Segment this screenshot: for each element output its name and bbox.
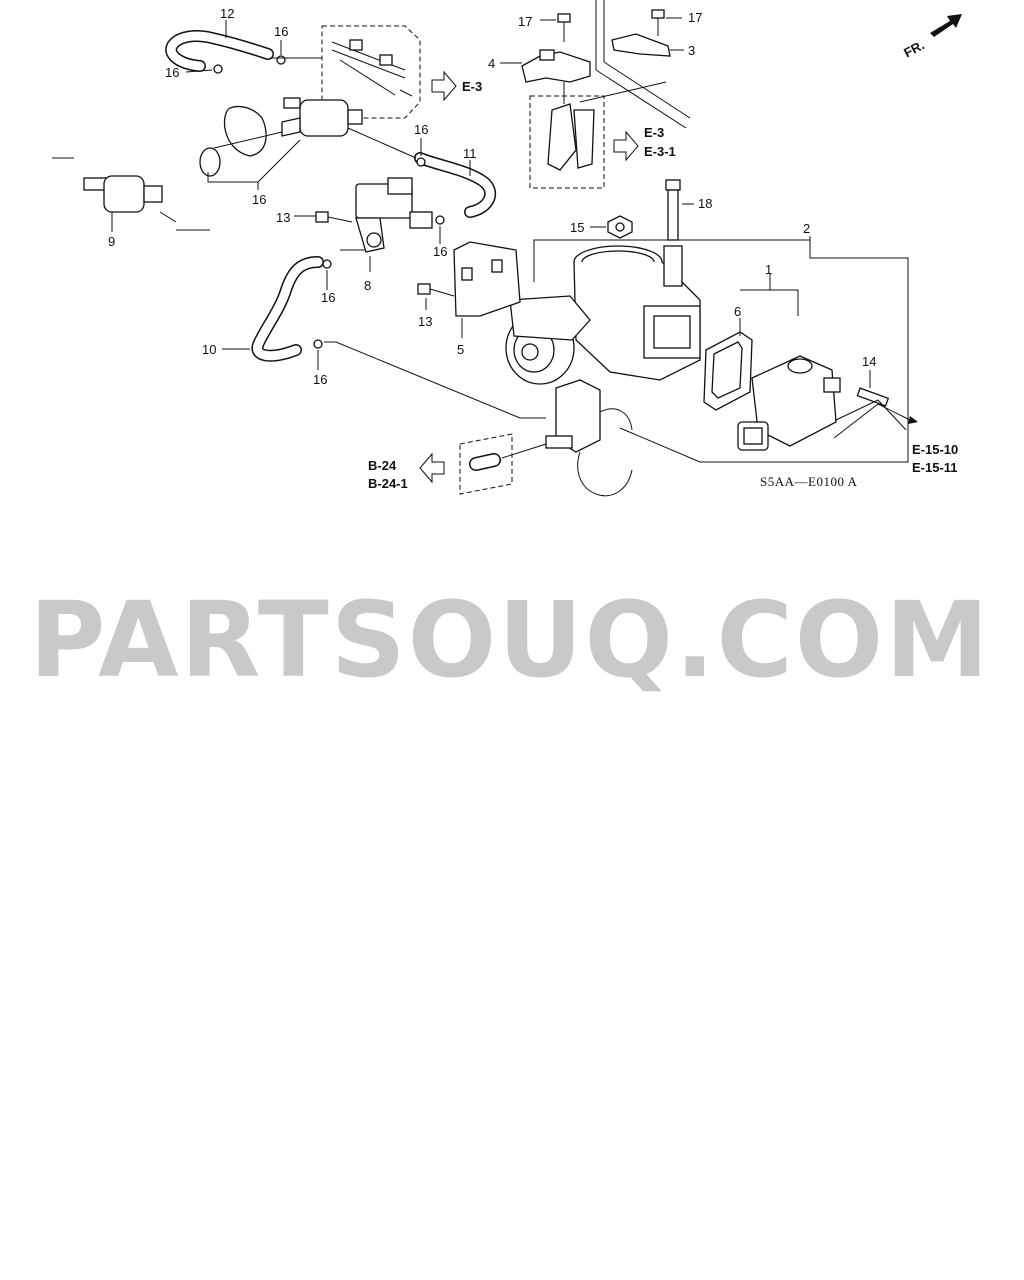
- intake-manifold-edge: [595, 0, 691, 129]
- vacuum-hose-12: [165, 30, 274, 72]
- idle-air-control-valve-1: [737, 355, 841, 451]
- callout-13: 13: [418, 314, 432, 329]
- hose-clamp-16: [213, 55, 286, 74]
- watermark-text: PARTSOUQ.COM: [29, 579, 990, 701]
- callout-17: 17: [688, 10, 702, 25]
- callout-16: 16: [165, 65, 179, 80]
- intake-manifold-stub: [545, 379, 633, 497]
- bolt-17: [651, 9, 665, 36]
- ref-link-e3[interactable]: E-3: [644, 125, 664, 140]
- callout-7: 16: [252, 192, 266, 207]
- vacuum-hose-11: [414, 152, 497, 218]
- bolt-13: [417, 283, 455, 297]
- front-direction-arrow-icon: [930, 14, 962, 37]
- callout-8: 8: [364, 278, 371, 293]
- callout-17: 17: [518, 14, 532, 29]
- bolt-13: [315, 211, 353, 223]
- purge-control-solenoid-7: [199, 97, 363, 177]
- callout-9: 9: [108, 234, 115, 249]
- fuel-filter-9: [52, 157, 210, 231]
- callout-2: 2: [803, 221, 810, 236]
- ref-link-e15-11[interactable]: E-15-11: [912, 460, 958, 475]
- bolt-14: [856, 387, 890, 407]
- bolt-17: [557, 13, 571, 42]
- callout-16: 16: [433, 244, 447, 259]
- ref-arrow-icon: [877, 403, 918, 424]
- ref-arrow-icon: [613, 130, 639, 162]
- callout-4: 4: [488, 56, 495, 71]
- nut-15: [607, 215, 633, 239]
- hose-inset: [459, 433, 547, 495]
- callout-5: 5: [457, 342, 464, 357]
- ref-link-e3[interactable]: E-3: [462, 79, 482, 94]
- callout-16: 16: [274, 24, 288, 39]
- diagram-code: S5AA—E0100 A: [760, 474, 857, 489]
- callout-10: 10: [202, 342, 216, 357]
- vacuum-hose-10: [251, 256, 324, 362]
- callout-16: 16: [414, 122, 428, 137]
- bracket-4: [521, 49, 591, 83]
- callout-6: 6: [734, 304, 741, 319]
- ref-link-e15-10[interactable]: E-15-10: [912, 442, 958, 457]
- callout-12: 12: [220, 6, 234, 21]
- bracket-3: [611, 33, 671, 57]
- fuel-rail-bracket-inset: [321, 25, 421, 119]
- bracket-5: [453, 241, 521, 317]
- callout-16: 16: [313, 372, 327, 387]
- ref-arrow-icon: [431, 70, 457, 102]
- ref-link-b24[interactable]: B-24: [368, 458, 397, 473]
- callout-3: 3: [688, 43, 695, 58]
- callout-13: 13: [276, 210, 290, 225]
- solenoid-valve-8: [340, 177, 433, 253]
- callout-15: 15: [570, 220, 584, 235]
- direction-label: FR.: [901, 37, 927, 60]
- callout-14: 14: [862, 354, 876, 369]
- throttle-body: [505, 245, 701, 385]
- ref-arrow-icon: [419, 452, 445, 484]
- gasket-6: [703, 331, 753, 411]
- callout-18: 18: [698, 196, 712, 211]
- bolt-18: [665, 179, 681, 241]
- throttle-cable-bracket-inset: [529, 95, 605, 189]
- ref-link-e3-1[interactable]: E-3-1: [644, 144, 676, 159]
- callout-1: 1: [765, 262, 772, 277]
- callout-11: 11: [463, 146, 477, 161]
- callout-16: 16: [321, 290, 335, 305]
- ref-link-b24-1[interactable]: B-24-1: [368, 476, 408, 491]
